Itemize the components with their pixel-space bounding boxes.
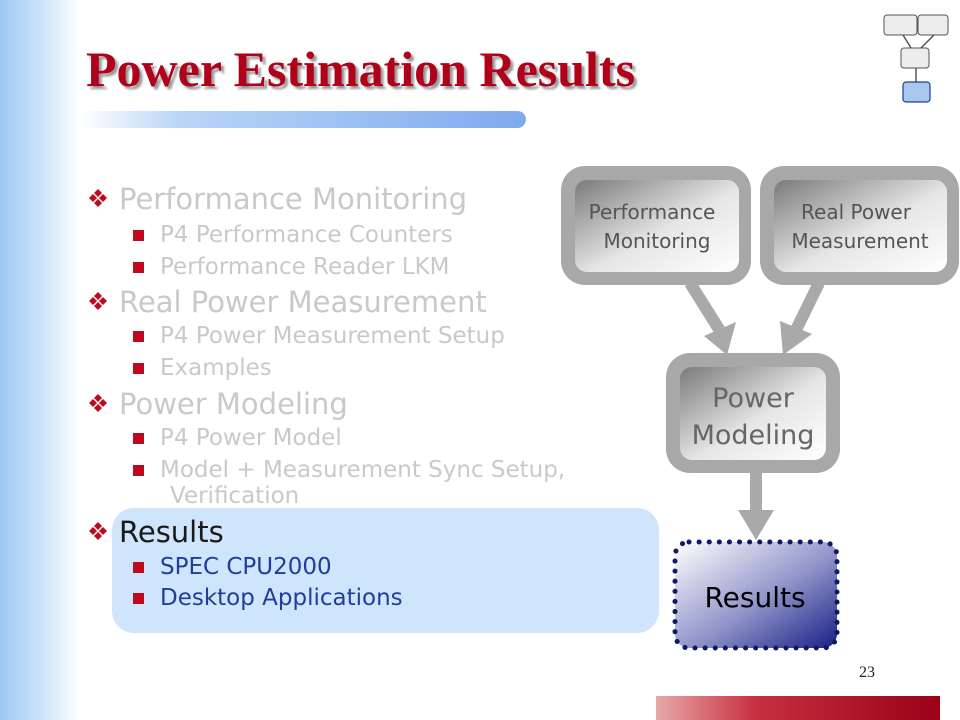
square-bullet-icon	[133, 593, 144, 604]
diamond-cluster-icon	[89, 189, 107, 207]
outline-section-label: Power Modeling	[119, 387, 348, 421]
outline-section-label: Results	[119, 515, 224, 549]
square-bullet-icon	[133, 433, 144, 444]
arrow-model-to-results	[738, 472, 774, 540]
box-label: Modeling	[692, 420, 815, 451]
box-real-power-measurement: Real Power Measurement	[760, 166, 959, 285]
box-label: Real Power	[801, 200, 912, 224]
outline-item-label: Performance Reader LKM	[160, 254, 450, 280]
left-gradient-band	[0, 0, 80, 720]
nav-node-power	[917, 14, 949, 36]
box-results: Results	[672, 539, 840, 651]
outline-section-label: Performance Monitoring	[119, 182, 468, 216]
outline-item-label: P4 Power Measurement Setup	[160, 323, 505, 349]
slide-number: 23	[859, 664, 875, 681]
diamond-cluster-icon	[89, 292, 107, 310]
box-label: Power	[712, 383, 795, 414]
outline-item-label: P4 Power Model	[160, 425, 342, 451]
diamond-cluster-icon	[89, 394, 107, 412]
square-bullet-icon	[133, 262, 144, 273]
box-label: Monitoring	[604, 229, 711, 253]
box-performance-monitoring: Performance Monitoring	[561, 166, 751, 285]
square-bullet-icon	[133, 562, 144, 573]
box-label: Results	[704, 581, 805, 614]
nav-node-model	[900, 47, 930, 69]
arrow-power-to-model	[780, 280, 825, 355]
square-bullet-icon	[133, 363, 144, 374]
outline-item-label: Model + Measurement Sync Setup,	[160, 457, 566, 483]
footer-bar	[656, 696, 940, 720]
square-bullet-icon	[133, 465, 144, 476]
diamond-cluster-icon	[89, 522, 107, 540]
box-label: Performance	[589, 200, 716, 224]
slide-title: Power Estimation Results	[86, 41, 636, 97]
square-bullet-icon	[133, 331, 144, 342]
outline-item-continuation: Verification	[170, 483, 300, 509]
results-highlight	[112, 508, 659, 633]
outline-item-label: Desktop Applications	[160, 585, 403, 611]
title-underline	[80, 111, 526, 128]
arrow-perf-to-model	[684, 279, 736, 355]
outline-item-label: SPEC CPU2000	[160, 554, 332, 580]
outline-section-label: Real Power Measurement	[119, 285, 487, 319]
nav-node-performance	[883, 14, 918, 36]
outline-item-label: P4 Performance Counters	[160, 222, 453, 248]
nav-node-results	[902, 81, 931, 103]
box-power-modeling: Power Modeling	[666, 353, 840, 473]
square-bullet-icon	[133, 230, 144, 241]
box-label: Measurement	[791, 229, 928, 253]
diagram-arrows	[684, 279, 825, 540]
outline-item-label: Examples	[160, 355, 272, 381]
